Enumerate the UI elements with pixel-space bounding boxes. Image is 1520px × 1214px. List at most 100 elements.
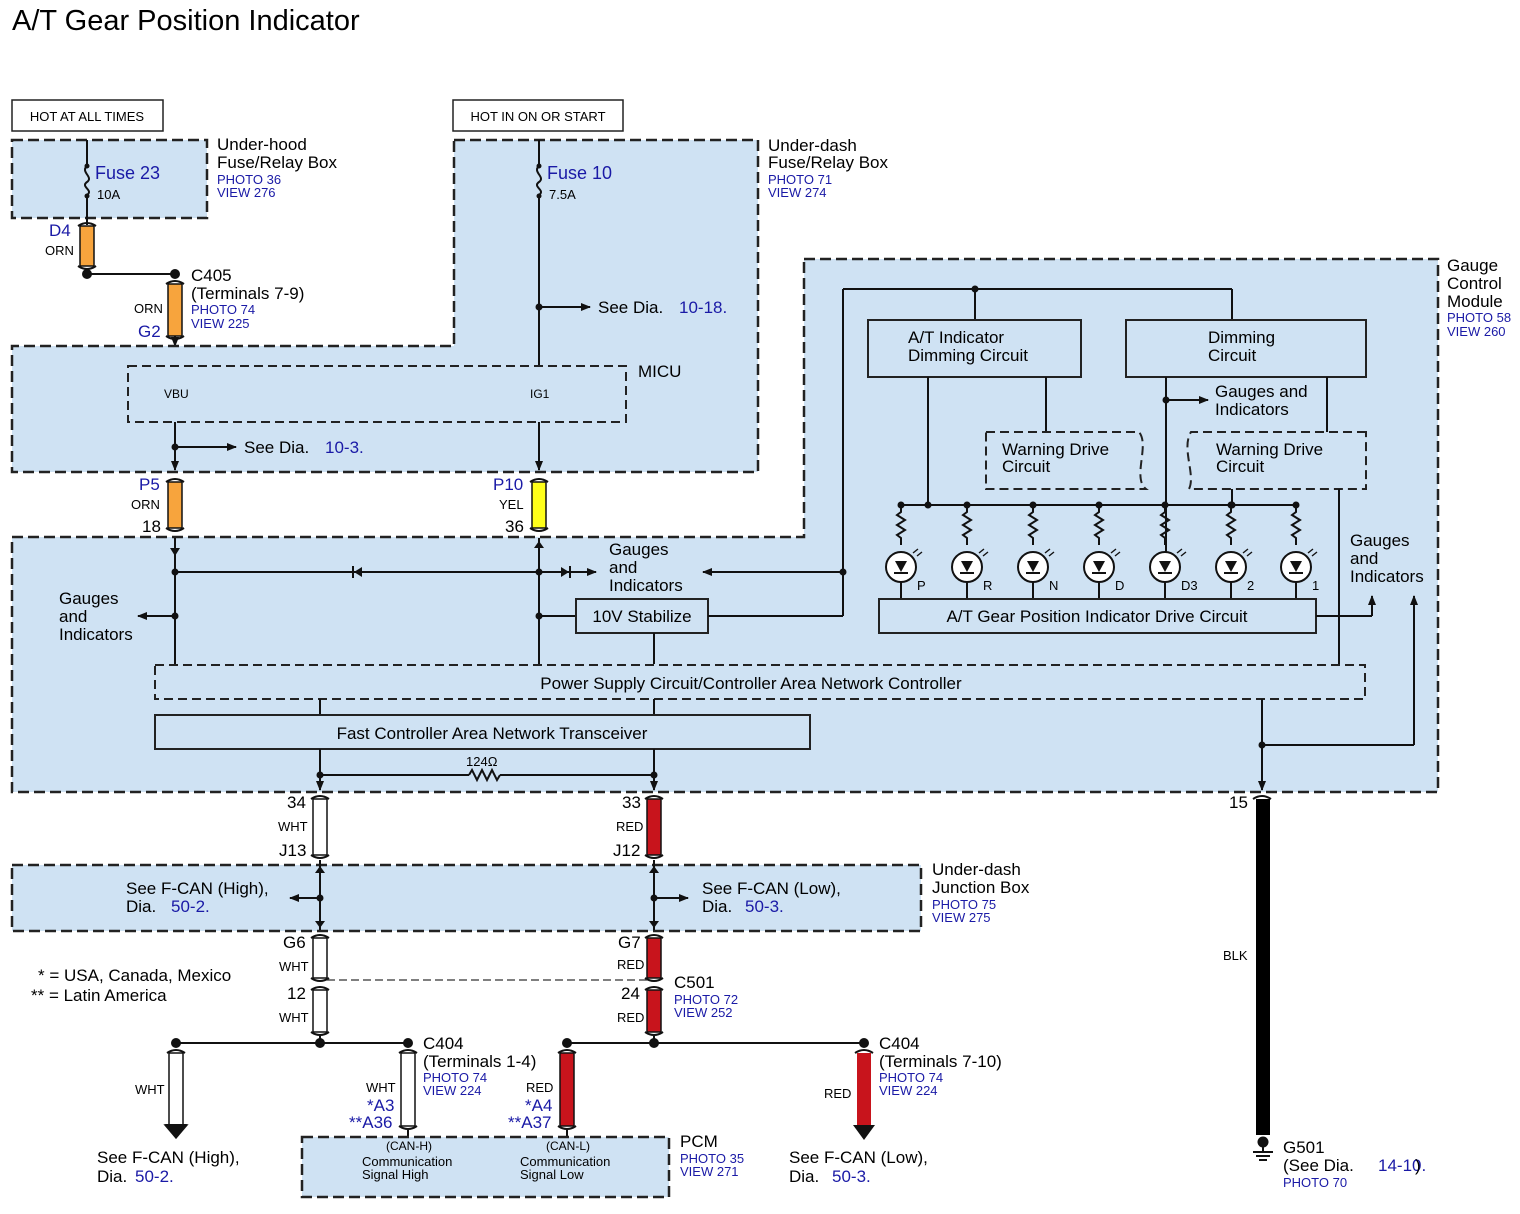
fcan-high-bottom-prefix: Dia.: [97, 1167, 127, 1186]
c404a-color: WHT: [366, 1080, 396, 1095]
gauge-control-module-area: [10, 257, 1440, 794]
d4-pin: D4: [49, 221, 71, 240]
pcm-conn-pin2: **A37: [508, 1113, 551, 1132]
resistor-icon: [895, 505, 907, 545]
hot-at-all-times-box: [11, 99, 164, 132]
pcm-view: VIEW 271: [680, 1164, 739, 1179]
lamp-label: P: [917, 578, 926, 593]
fcan-low-jb-prefix: Dia.: [702, 897, 732, 916]
lamp-n: N: [1017, 501, 1058, 599]
underdash-fuse-rating: 7.5A: [549, 187, 576, 202]
note-1: * = USA, Canada, Mexico: [38, 966, 231, 985]
g501-ref[interactable]: 14-10.: [1378, 1156, 1426, 1175]
micu-vbu: VBU: [164, 387, 189, 401]
c404b-view: VIEW 224: [879, 1083, 938, 1098]
fcan-high-jb-prefix: Dia.: [126, 897, 156, 916]
c404a-view: VIEW 224: [423, 1083, 482, 1098]
warning-drive-right-box: [1186, 431, 1367, 490]
pin15-blk-wire: [1256, 799, 1270, 1135]
fcan-low-bottom-prefix: Dia.: [789, 1167, 819, 1186]
gauges-top-1: Gauges and: [1215, 382, 1308, 401]
hot-in-on-or-start-label: HOT IN ON OR START: [470, 109, 605, 124]
fcan-low-bottom-ref[interactable]: 50-3.: [832, 1167, 871, 1186]
c404b-red-wire: [857, 1053, 871, 1127]
stabilize-label: 10V Stabilize: [592, 607, 691, 626]
c404a-wht-wire: [400, 1052, 416, 1127]
resistor-icon: [1093, 505, 1105, 545]
gauges-right-3: Indicators: [1350, 567, 1424, 586]
lamp-d3: D3: [1149, 501, 1198, 599]
pin33-color: RED: [616, 819, 643, 834]
light-rays-icon: [1307, 548, 1318, 557]
underhood-name-1: Under-hood: [217, 135, 307, 154]
c404a-photo: PHOTO 74: [423, 1070, 487, 1085]
see-dia-10-18-ref[interactable]: 10-18.: [679, 298, 727, 317]
jb-photo: PHOTO 75: [932, 897, 996, 912]
gauges-left-2: and: [59, 607, 87, 626]
c501-wht-wire: [312, 989, 328, 1033]
c405-view: VIEW 225: [191, 316, 250, 331]
underhood-name-2: Fuse/Relay Box: [217, 153, 337, 172]
lamp-1: 1: [1280, 501, 1319, 599]
gcm-name-2: Control: [1447, 274, 1502, 293]
hot-at-all-times-label: HOT AT ALL TIMES: [30, 109, 144, 124]
fcan-high-bottom-ref[interactable]: 50-2.: [135, 1167, 174, 1186]
fuse-10-icon: [536, 165, 542, 196]
at-dim-line-1: A/T Indicator: [908, 328, 1004, 347]
pin15-color: BLK: [1223, 948, 1248, 963]
lamp-p: P: [885, 501, 926, 599]
c405-pin: G2: [138, 322, 161, 341]
gcm-photo: PHOTO 58: [1447, 310, 1511, 325]
fcan-high-jb-1: See F-CAN (High),: [126, 879, 269, 898]
underhood-fuse-rating: 10A: [97, 187, 120, 202]
c501-name: C501: [674, 973, 715, 992]
transceiver-label: Fast Controller Area Network Transceiver: [337, 724, 648, 743]
jb-view: VIEW 275: [932, 910, 991, 925]
warn-right-2: Circuit: [1216, 457, 1264, 476]
pin33-number: 33: [622, 793, 641, 812]
c501-red-wire: [646, 989, 662, 1033]
dim-line-2: Circuit: [1208, 346, 1256, 365]
g501-close: ): [1415, 1156, 1421, 1175]
g501-photo: PHOTO 70: [1283, 1175, 1347, 1190]
transceiver-box: [154, 714, 811, 750]
gauges-top-2: Indicators: [1215, 400, 1289, 419]
p10-color: YEL: [499, 497, 524, 512]
c501-color-left: WHT: [279, 1010, 309, 1025]
c404a-pin1: *A3: [367, 1096, 394, 1115]
light-rays-icon: [1044, 548, 1055, 557]
lamp-label: 1: [1312, 578, 1319, 593]
g501-prefix: (See Dia.: [1283, 1156, 1354, 1175]
dimming-circuit-box: [1125, 319, 1367, 378]
fcan-low-bottom-1: See F-CAN (Low),: [789, 1148, 928, 1167]
at-indicator-dimming-box: [867, 319, 1082, 378]
pcm-canl-line2: Signal Low: [520, 1167, 584, 1182]
pcm-canh-line1: Communication: [362, 1154, 452, 1169]
resistor-icon: [1290, 505, 1302, 545]
page-title: A/T Gear Position Indicator: [12, 5, 360, 37]
g7-color: RED: [617, 957, 644, 972]
fcan-low-jb-ref[interactable]: 50-3.: [745, 897, 784, 916]
pcm-canh-line2: Signal High: [362, 1167, 429, 1182]
p5-color: ORN: [131, 497, 160, 512]
see-dia-10-3-ref[interactable]: 10-3.: [325, 438, 364, 457]
c404a-terminals: (Terminals 1-4): [423, 1052, 536, 1071]
gcm-name-3: Module: [1447, 292, 1503, 311]
p10-number: 36: [505, 517, 524, 536]
p5-number: 18: [142, 517, 161, 536]
pcm-conn-pin1: *A4: [525, 1096, 552, 1115]
resistor-label: 124Ω: [466, 754, 498, 769]
underhood-fuse-box: [10, 138, 209, 220]
pin34-conn: J13: [279, 841, 306, 860]
g6-pin: G6: [283, 933, 306, 952]
gauges-left-3: Indicators: [59, 625, 133, 644]
gauges-mid-3: Indicators: [609, 576, 683, 595]
pin34-color: WHT: [278, 819, 308, 834]
power-supply-box: [154, 664, 1366, 700]
fcan-high-jb-ref[interactable]: 50-2.: [171, 897, 210, 916]
c405-photo: PHOTO 74: [191, 302, 255, 317]
underdash-name-2: Fuse/Relay Box: [768, 153, 888, 172]
underdash-fuse-label: Fuse 10: [547, 163, 612, 183]
resistor-icon: [961, 505, 973, 545]
d4-orn-wire: [79, 225, 95, 267]
